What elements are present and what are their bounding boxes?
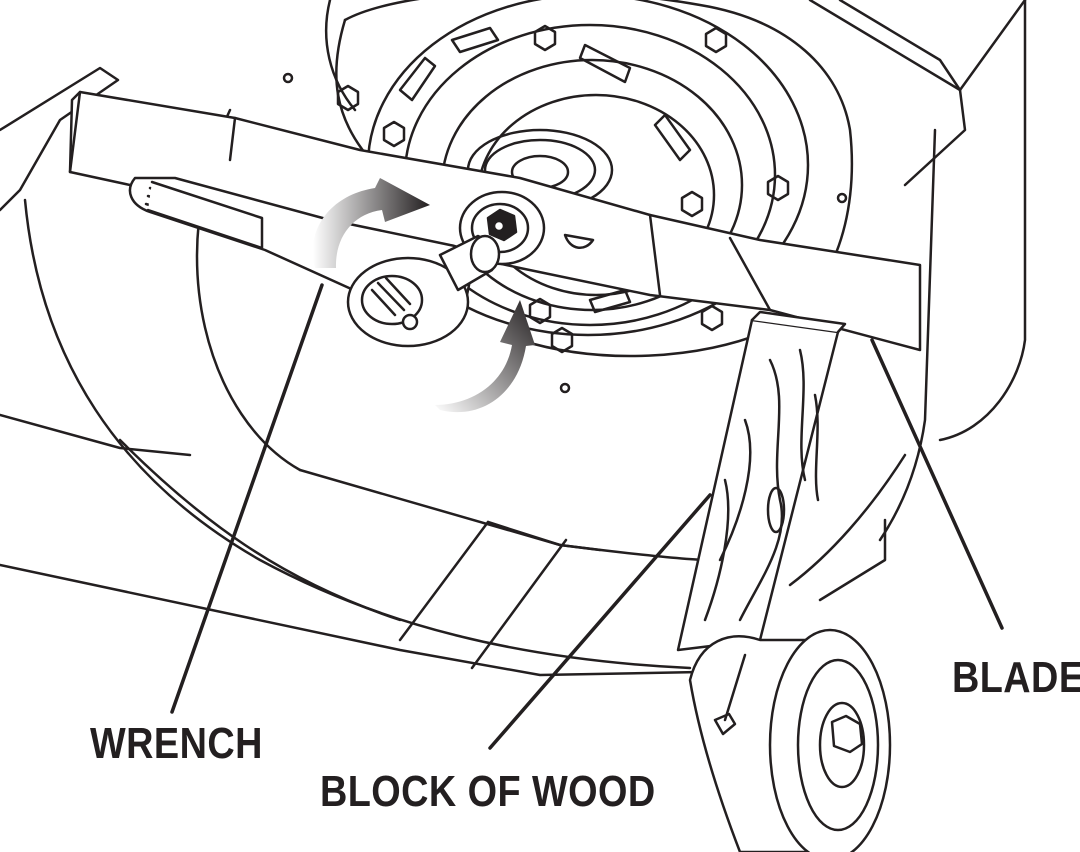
block-of-wood-label: BLOCK OF WOOD (320, 767, 656, 816)
leader-lines (170, 283, 1004, 750)
blade-label: BLADE (952, 653, 1080, 702)
wrench-icon (128, 176, 501, 348)
mower-deck (0, 0, 1027, 677)
wheel-icon (688, 628, 892, 852)
housing-bolts (336, 24, 790, 354)
wrench-label: WRENCH (90, 719, 263, 768)
rotation-arrow-icon (312, 178, 535, 413)
block-of-wood (676, 310, 847, 652)
